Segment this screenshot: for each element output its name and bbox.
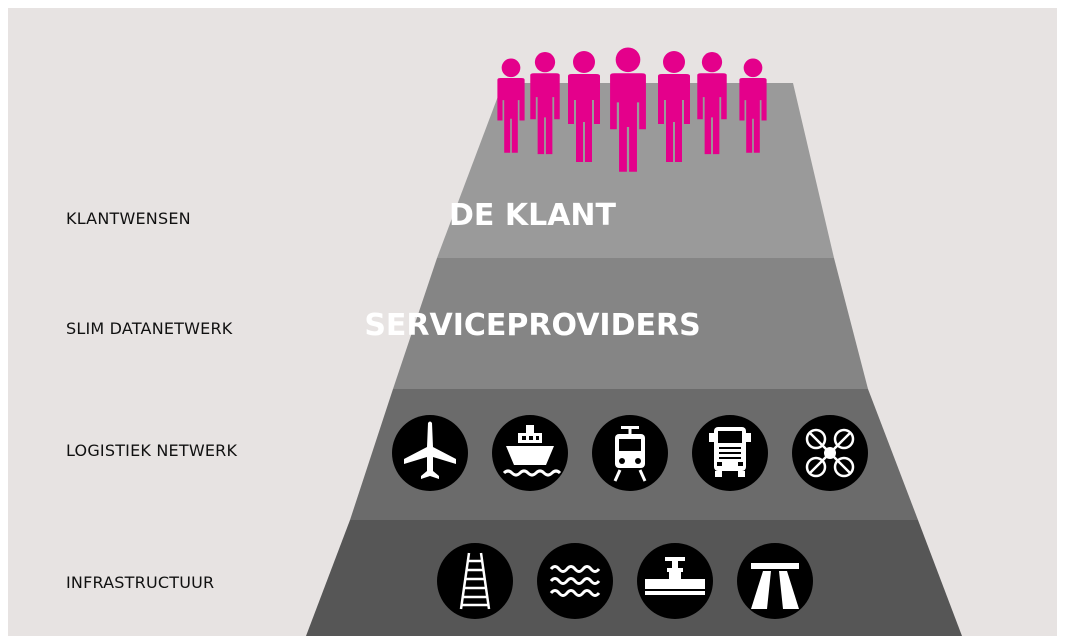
tier-infrastructuur xyxy=(306,520,962,636)
tier-title-de-klant: DE KLANT xyxy=(449,198,616,233)
row-label-slim-datanetwerk: SLIM DATANETWERK xyxy=(66,319,233,338)
tier-slim-datanetwerk xyxy=(393,258,868,389)
row-label-logistiek-netwerk: LOGISTIEK NETWERK xyxy=(66,441,238,460)
pyramid-graphic xyxy=(306,47,962,636)
waterway-icon xyxy=(537,543,613,619)
railway-track-icon xyxy=(437,543,513,619)
airplane-icon xyxy=(392,415,468,491)
highway-icon xyxy=(737,543,813,619)
ship-icon xyxy=(492,415,568,491)
drone-icon xyxy=(792,415,868,491)
truck-icon xyxy=(692,415,768,491)
train-icon xyxy=(592,415,668,491)
row-label-klantwensen: KLANTWENSEN xyxy=(66,209,191,228)
tier-title-serviceproviders: SERVICEPROVIDERS xyxy=(364,308,701,343)
pyramid-diagram: KLANTWENSEN SLIM DATANETWERK LOGISTIEK N… xyxy=(8,8,1057,636)
row-label-infrastructuur: INFRASTRUCTUUR xyxy=(66,573,215,592)
pipeline-icon xyxy=(637,543,713,619)
